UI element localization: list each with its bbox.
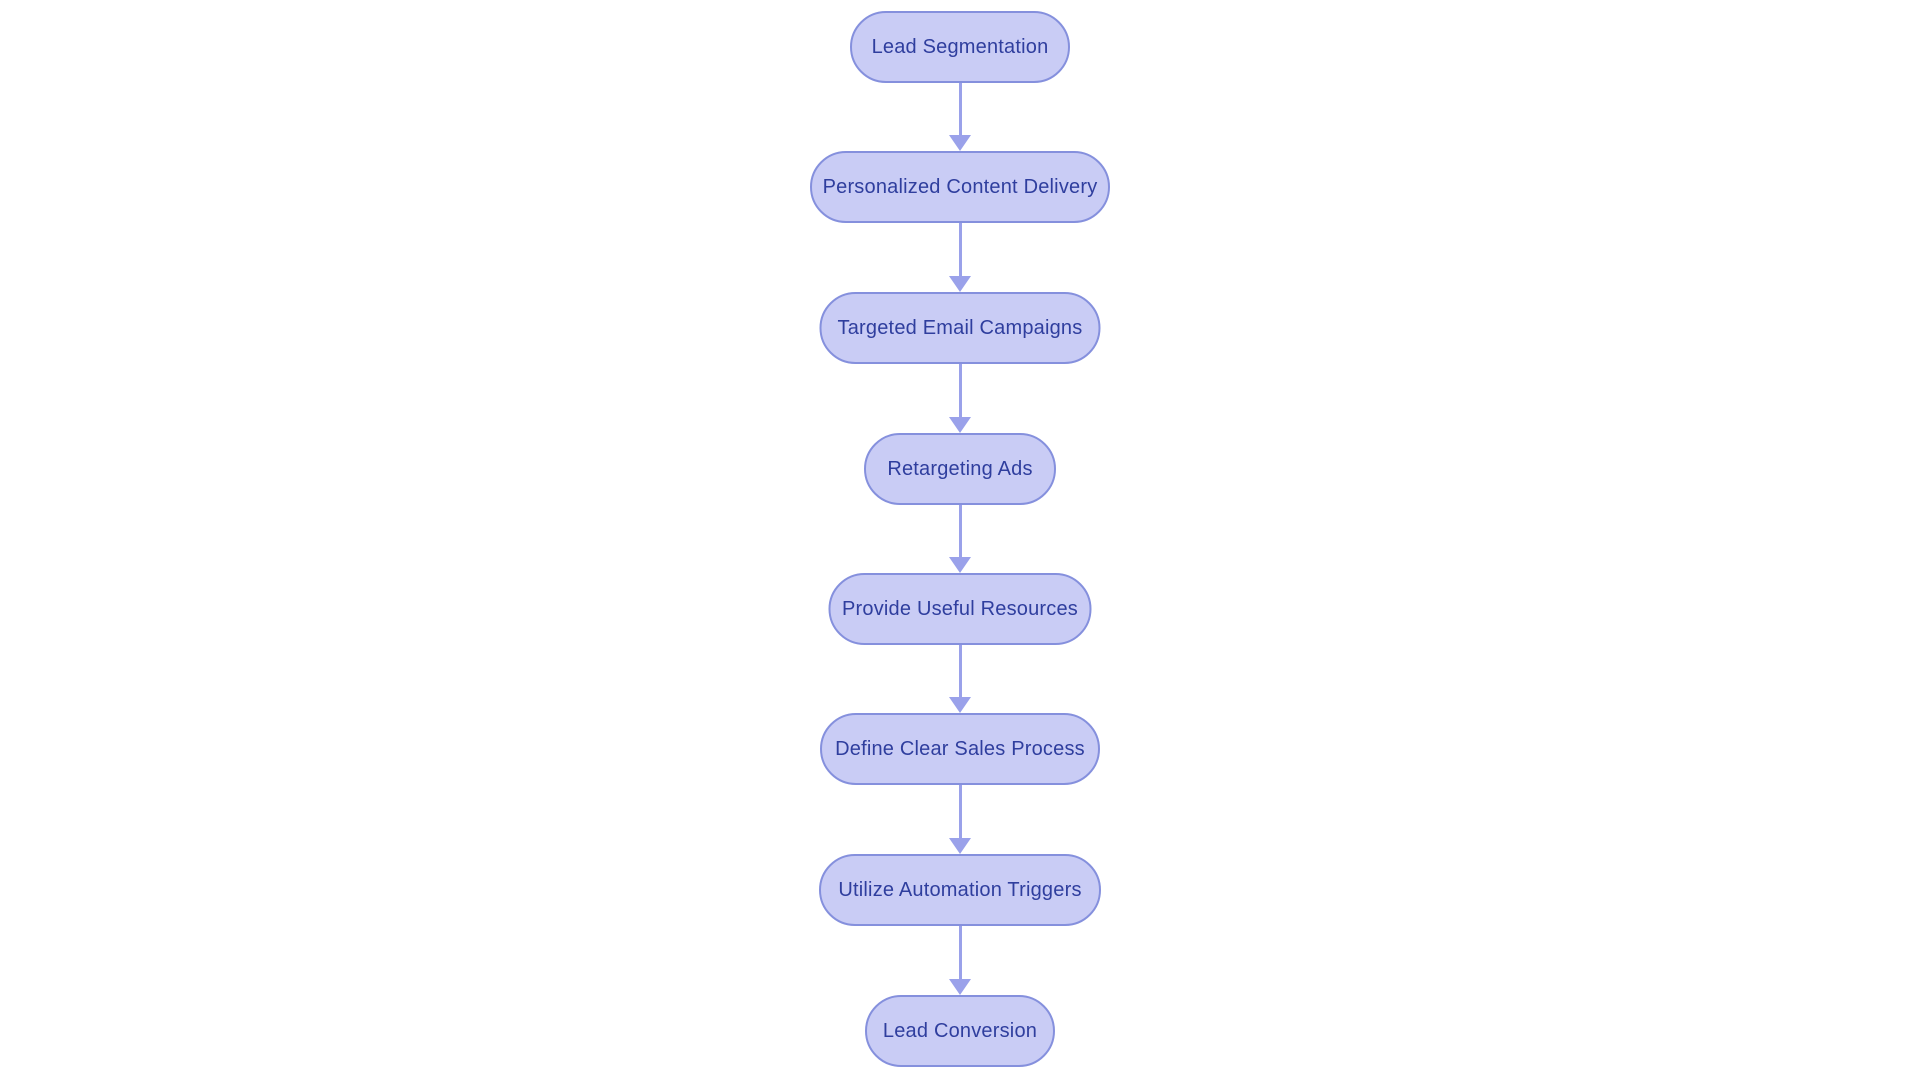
- arrowhead-icon: [949, 276, 971, 292]
- arrowhead-icon: [949, 838, 971, 854]
- flow-arrow-2: [949, 223, 971, 292]
- arrowhead-icon: [949, 417, 971, 433]
- flow-arrow-4: [949, 505, 971, 573]
- node-label: Lead Conversion: [882, 1019, 1038, 1042]
- arrow-shaft: [958, 645, 962, 697]
- flow-arrow-6: [949, 785, 971, 854]
- flow-arrow-7: [949, 926, 971, 995]
- arrow-shaft: [958, 364, 962, 417]
- node-label: Utilize Automation Triggers: [838, 878, 1082, 901]
- arrowhead-icon: [949, 135, 971, 151]
- node-personalized-content-delivery: Personalized Content Delivery: [810, 151, 1110, 223]
- node-label: Targeted Email Campaigns: [837, 316, 1083, 339]
- arrow-shaft: [958, 785, 962, 838]
- arrowhead-icon: [949, 557, 971, 573]
- node-label: Provide Useful Resources: [841, 597, 1078, 620]
- flow-arrow-3: [949, 364, 971, 433]
- node-provide-useful-resources: Provide Useful Resources: [828, 573, 1092, 645]
- arrow-shaft: [958, 83, 962, 135]
- node-utilize-automation-triggers: Utilize Automation Triggers: [819, 854, 1101, 926]
- node-lead-segmentation: Lead Segmentation: [850, 11, 1070, 83]
- flow-arrow-1: [949, 83, 971, 151]
- arrow-shaft: [958, 505, 962, 557]
- node-retargeting-ads: Retargeting Ads: [864, 433, 1056, 505]
- node-label: Retargeting Ads: [887, 457, 1033, 480]
- node-targeted-email-campaigns: Targeted Email Campaigns: [819, 292, 1101, 364]
- arrowhead-icon: [949, 979, 971, 995]
- arrow-shaft: [958, 223, 962, 276]
- node-label: Personalized Content Delivery: [822, 175, 1098, 198]
- node-label: Lead Segmentation: [871, 35, 1049, 58]
- flow-arrow-5: [949, 645, 971, 713]
- node-label: Define Clear Sales Process: [835, 737, 1085, 760]
- arrow-shaft: [958, 926, 962, 979]
- node-lead-conversion: Lead Conversion: [865, 995, 1055, 1067]
- node-define-clear-sales-process: Define Clear Sales Process: [820, 713, 1100, 785]
- arrowhead-icon: [949, 697, 971, 713]
